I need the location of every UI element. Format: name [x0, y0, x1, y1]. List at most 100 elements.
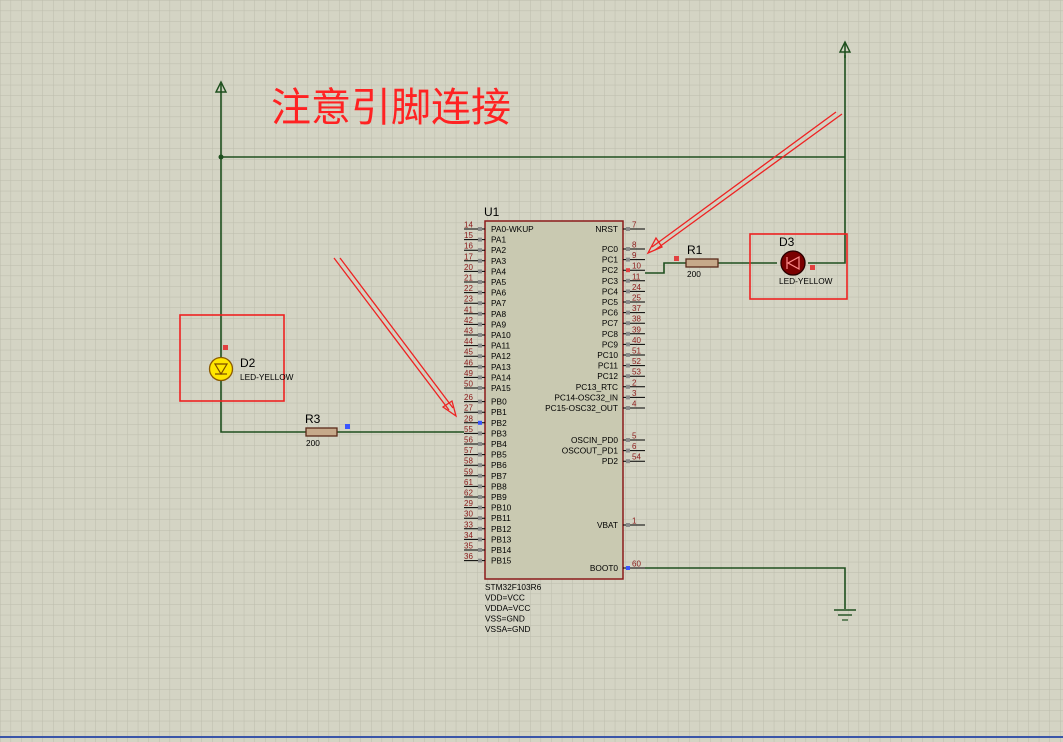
pin-state	[478, 463, 482, 468]
pin-number: 55	[464, 425, 473, 434]
pin-name: PC2	[602, 265, 619, 275]
ground-terminal[interactable]	[834, 609, 856, 621]
chip-pin-pc11[interactable]: 52 PC11	[598, 357, 645, 371]
power-terminal-right[interactable]	[838, 40, 852, 58]
pin-number: 16	[464, 242, 473, 251]
r1-body	[685, 258, 719, 268]
pin-name: PB15	[491, 556, 512, 566]
pin-number: 24	[632, 283, 641, 292]
pin-name: PC11	[598, 361, 619, 371]
led-d2[interactable]: D2 LED-YELLOW	[179, 314, 294, 402]
r3-value: 200	[306, 438, 320, 448]
d3-ref: D3	[779, 235, 795, 249]
pin-number: 23	[464, 295, 473, 304]
pin-state	[478, 322, 482, 327]
pin-state	[626, 247, 630, 251]
pin-number: 40	[632, 336, 641, 345]
pin-name: PA7	[491, 298, 506, 308]
pin-name: VBAT	[597, 520, 618, 530]
d3-pin-marker	[810, 265, 815, 270]
pin-name: PB5	[491, 450, 507, 460]
pin-name: PC3	[602, 276, 619, 286]
pin-state	[478, 558, 482, 563]
pin-name: NRST	[595, 224, 618, 234]
wire-r1-pc2	[645, 262, 686, 274]
led-d3[interactable]: D3 LED-YELLOW	[749, 233, 848, 300]
pin-state	[626, 278, 630, 283]
pin-number: 58	[464, 457, 473, 466]
power-terminal-left[interactable]	[214, 80, 228, 95]
pin-number: 52	[632, 357, 641, 366]
pin-name: PB11	[491, 513, 511, 523]
resistor-r3[interactable]: R3 200	[305, 412, 350, 448]
pin-state	[626, 321, 630, 326]
pin-number: 27	[464, 404, 473, 413]
pin-number: 61	[464, 478, 473, 487]
pin-name: PC14-OSC32_IN	[554, 392, 618, 402]
r3-ref: R3	[305, 412, 321, 426]
pin-state	[626, 448, 630, 453]
chip-part: STM32F103R6	[485, 582, 542, 592]
pin-number: 35	[464, 542, 473, 551]
pin-number: 20	[464, 263, 473, 272]
pin-name: PA12	[491, 351, 511, 361]
pin-name: PC15-OSC32_OUT	[545, 403, 618, 413]
chip-pin-pa7[interactable]: 23 PA7	[464, 295, 506, 309]
resistor-r1[interactable]: R1 200	[674, 243, 719, 279]
